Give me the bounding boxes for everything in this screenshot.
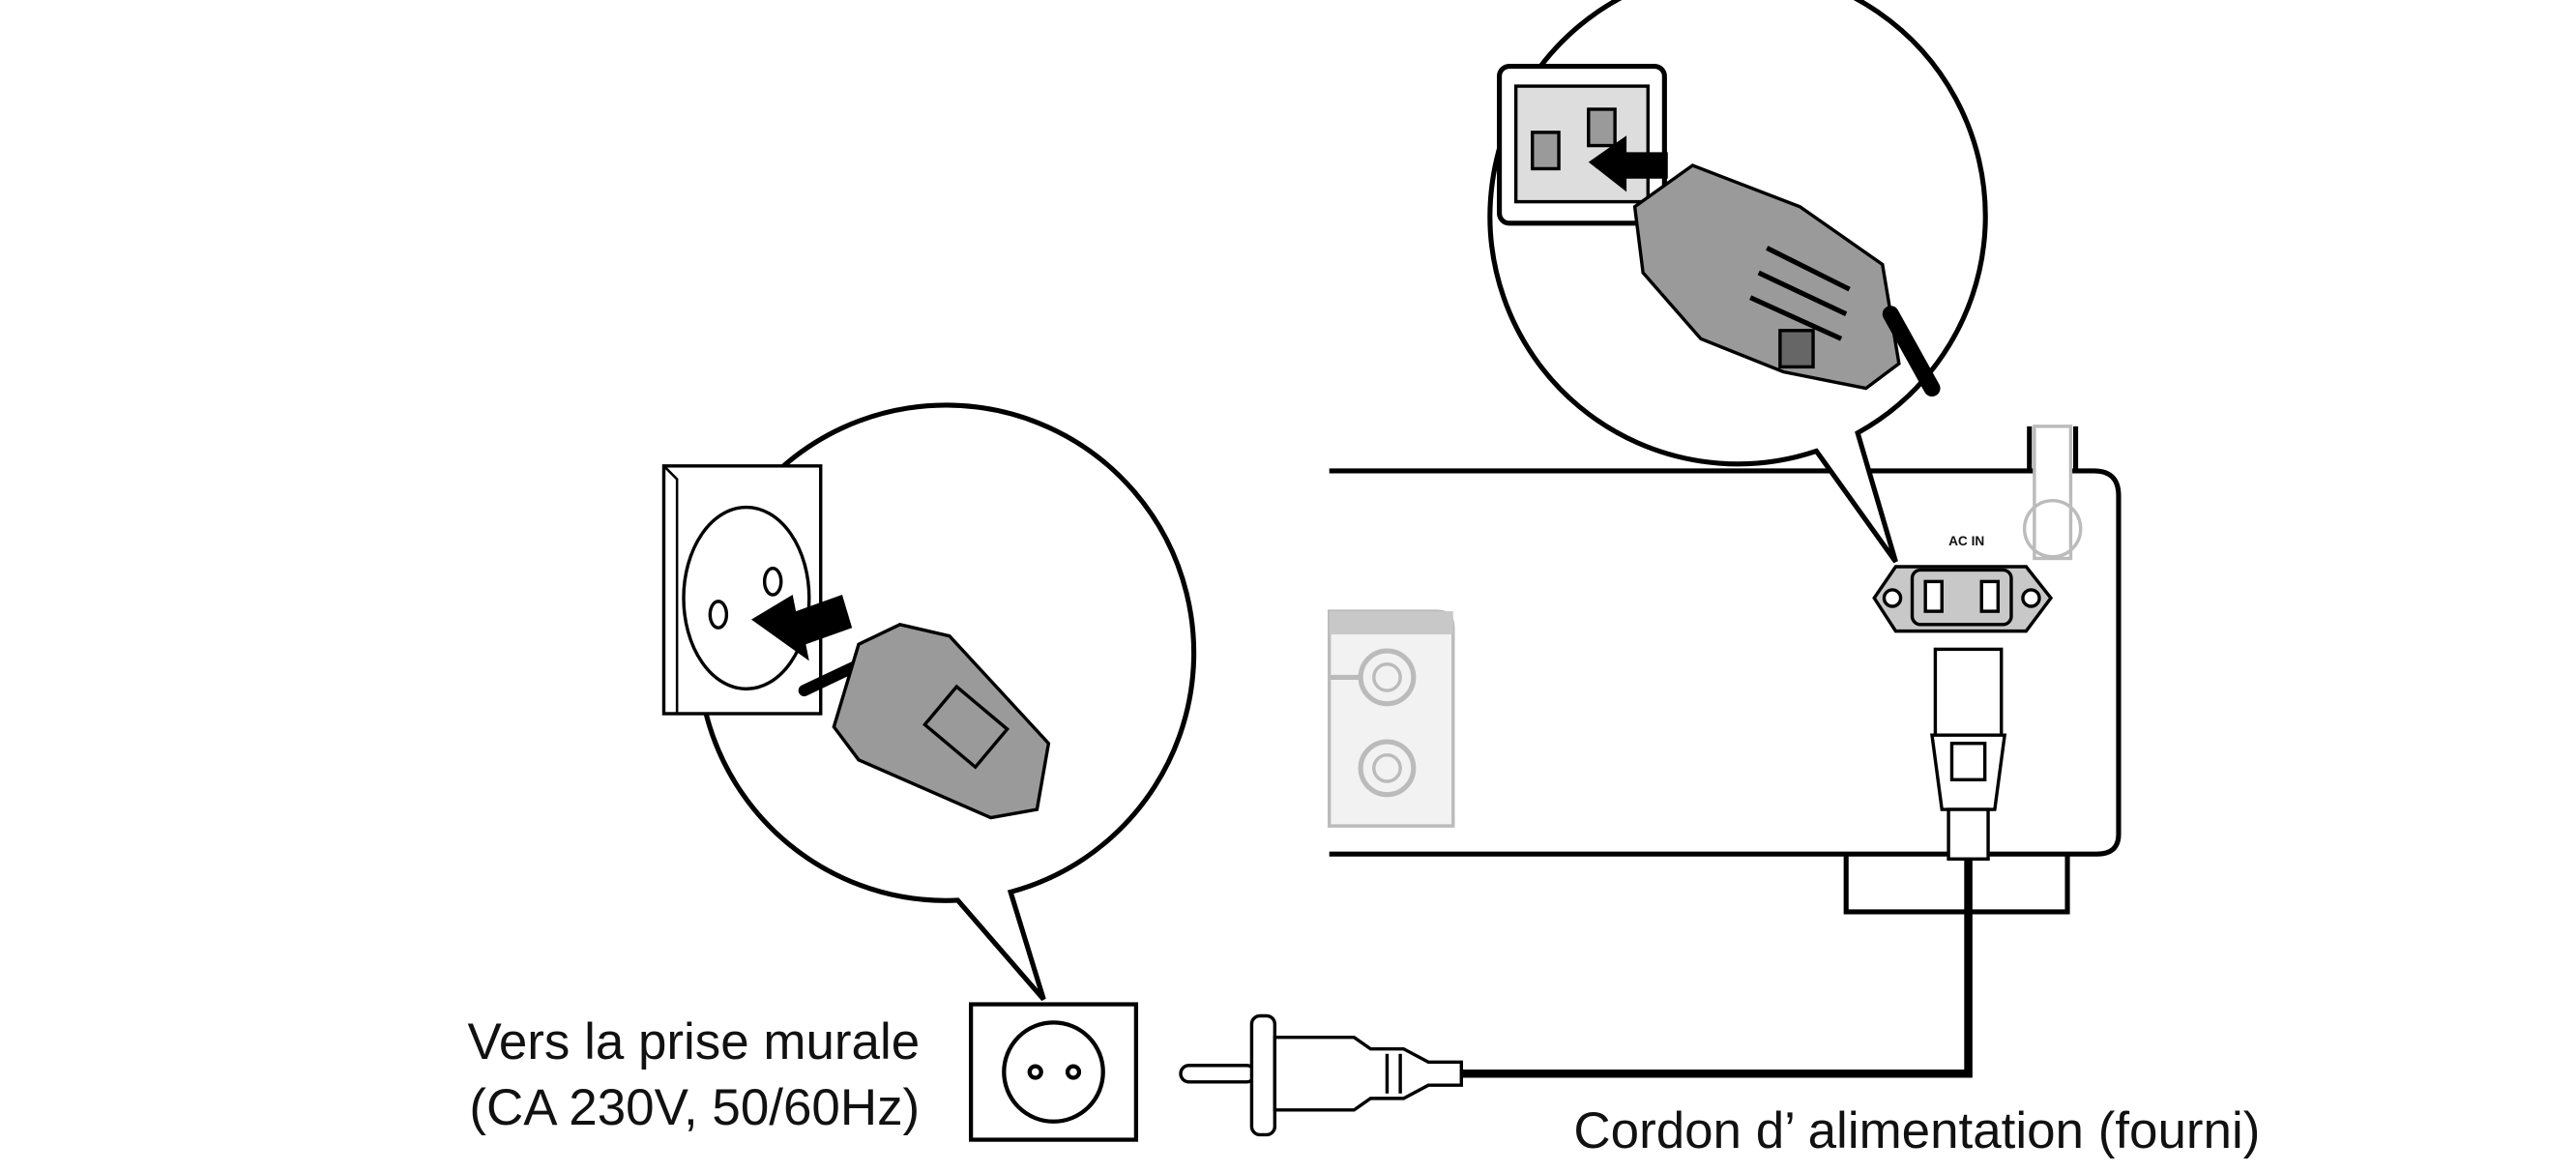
arrow-icon: [1588, 135, 1668, 192]
arrow-icon: [751, 595, 853, 661]
iec-plug-inserted: [1930, 647, 2007, 861]
ac-in-socket: [1872, 565, 2054, 633]
callout-ac-in: [1487, 0, 1988, 564]
power-cord-label: Cordon d’ alimentation (fourni): [1573, 1102, 2260, 1159]
antenna-icon: [2022, 425, 2083, 561]
iec-connector: [1632, 163, 1941, 397]
ac-in-label: AC IN: [1948, 534, 1984, 548]
euro-plug: [798, 622, 1051, 820]
device-rear-panel: [1329, 468, 2122, 915]
wall-outlet-label-line1: Vers la prise murale: [468, 1013, 921, 1070]
wall-outlet: [968, 1002, 1139, 1142]
power-cord: [1452, 859, 1973, 1078]
speaker-terminals: [1327, 609, 1455, 828]
wall-outlet-label-line2: (CA 230V, 50/60Hz): [469, 1079, 920, 1136]
callout-wall-outlet: [661, 402, 1197, 1002]
mains-plug: [1179, 1013, 1464, 1137]
